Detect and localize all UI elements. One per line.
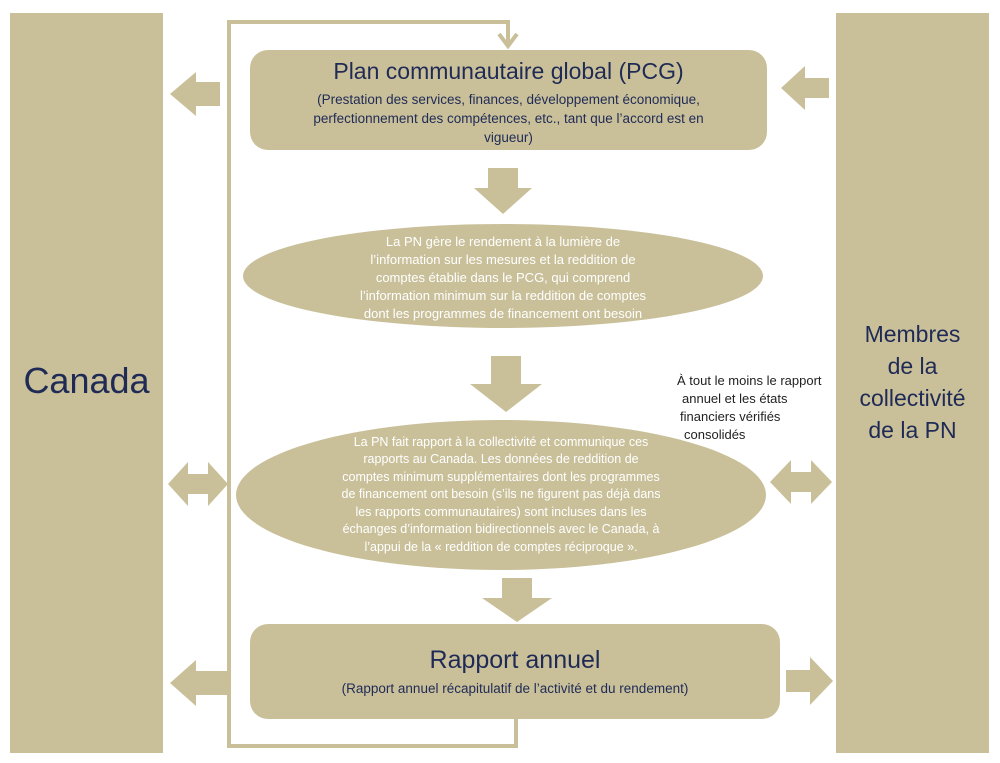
double-arrow-icon [770,460,832,504]
pcg-subtitle-line: (Prestation des services, finances, déve… [317,92,700,107]
performance-ellipse: La PN gère le rendement à la lumière de … [243,224,763,328]
annual-report-box: Rapport annuel (Rapport annuel récapitul… [250,624,780,719]
canada-label: Canada [23,360,150,401]
left-arrow-icon [170,72,220,116]
members-label-line: de la PN [868,417,957,443]
left-arrow-icon [781,66,829,110]
side-note-line: À tout le moins le rapport [677,373,822,388]
canada-panel [10,13,163,753]
pcg-title: Plan communautaire global (PCG) [333,58,684,84]
members-label: Membres de la collectivité de la PN [836,318,989,446]
reporting-line: les rapports communautaires) sont inclus… [355,504,647,519]
reporting-line: l’appui de la « reddition de comptes réc… [364,539,638,554]
reporting-ellipse: La PN fait rapport à la collectivité et … [236,420,766,570]
left-arrow-icon [170,660,228,706]
performance-text: La PN gère le rendement à la lumière de … [343,233,663,323]
pcg-subtitle-line: perfectionnement des compétences, etc., … [313,111,704,126]
performance-line: dont les programmes de financement ont b… [363,306,643,321]
side-note-line: annuel et les états [682,391,788,406]
down-arrow-icon [470,356,542,412]
feedback-loop-arrowhead [497,32,519,50]
members-label-line: Membres [864,321,961,347]
performance-line: l’information minimum sur la reddition d… [359,288,647,303]
reporting-line: échanges d’information bidirectionnels a… [342,522,660,537]
annual-report-subtitle: (Rapport annuel récapitulatif de l’activ… [341,681,689,696]
performance-line: l’information sur les mesures et la redd… [370,252,636,267]
pcg-box: Plan communautaire global (PCG) (Prestat… [250,50,767,150]
members-panel [836,13,989,753]
reporting-line: La PN fait rapport à la collectivité et … [353,434,649,449]
performance-line: comptes établie dans le PCG, qui compren… [375,270,631,285]
performance-line: La PN gère le rendement à la lumière de [385,234,621,249]
side-note-line: consolidés [684,427,746,442]
members-label-line: collectivité [859,385,966,411]
reporting-line: rapports au Canada. Les données de reddi… [363,452,639,467]
reporting-text: La PN fait rapport à la collectivité et … [326,434,676,557]
reporting-line: comptes minimum supplémentaires dont les… [342,469,660,484]
down-arrow-icon [482,578,552,622]
right-arrow-icon [786,657,833,705]
annual-report-title: Rapport annuel [429,646,601,674]
side-note-line: financiers vérifiés [680,409,781,424]
members-label-line: de la [887,353,938,379]
reporting-line: de financement ont besoin (s’ils ne figu… [341,487,661,502]
side-note: À tout le moins le rapport annuel et les… [677,372,842,444]
double-arrow-icon [168,462,228,506]
down-arrow-icon [474,168,532,214]
pcg-subtitle: (Prestation des services, finances, déve… [250,90,767,147]
pcg-subtitle-line: vigueur) [484,130,533,145]
